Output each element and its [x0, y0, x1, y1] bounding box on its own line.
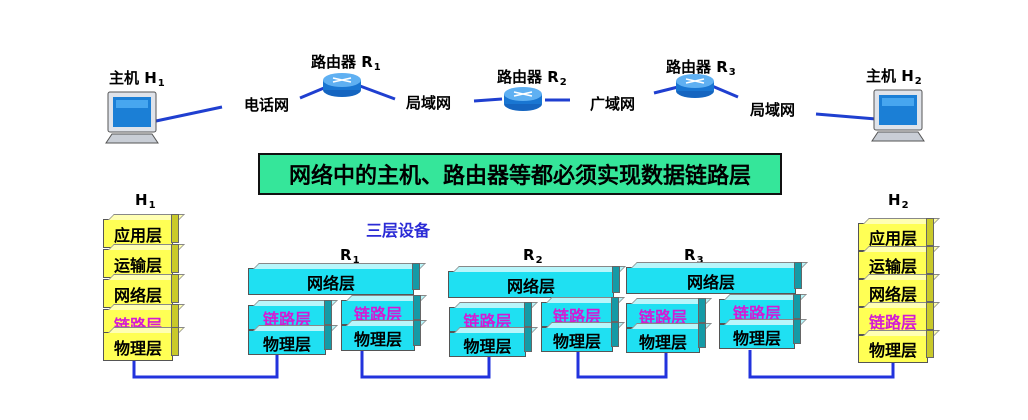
computer-h1-icon: [105, 91, 159, 144]
net-wan-label: 广域网: [590, 95, 636, 113]
h1-physical-layer: 物理层: [103, 327, 179, 361]
router-r2-icon: [504, 87, 542, 111]
link-lan-r2: [473, 97, 503, 103]
stack-h1-sub: 1: [148, 200, 156, 211]
wire-r2-r3: [576, 352, 668, 379]
network-topology: [105, 73, 925, 144]
r1-network-layer: 网络层: [248, 263, 420, 295]
stack-r3-label: R3: [684, 246, 704, 266]
r3-network-layer: 网络层: [626, 262, 802, 294]
stack-h2-label: H2: [888, 191, 909, 211]
stack-r3-text: R: [684, 246, 696, 264]
net-lan2-label: 局域网: [750, 101, 796, 119]
stack-r1-sub: 1: [352, 255, 360, 266]
router-r1-icon: [323, 73, 361, 97]
router1-label: 路由器 R1: [311, 51, 381, 73]
banner-title: 网络中的主机、路由器等都必须实现数据链路层: [258, 153, 782, 195]
r2-network-layer: 网络层: [448, 266, 620, 298]
link-h1-phone: [155, 105, 223, 123]
h2-physical-layer: 物理层: [858, 330, 934, 363]
computer-h2-icon: [871, 89, 925, 142]
r1-right-physical-layer: 物理层: [341, 320, 421, 351]
stack-r2-text: R: [523, 246, 535, 264]
router2-label: 路由器 R2: [497, 66, 567, 88]
wire-r1-r2: [360, 351, 491, 379]
router1-text: 路由器 R: [311, 53, 373, 71]
host2-text: 主机 H: [866, 67, 914, 85]
net-phone-label: 电话网: [244, 96, 290, 114]
stack-h2-text: H: [888, 191, 901, 209]
router3-sub: 3: [728, 67, 736, 78]
link-r3-lan: [711, 84, 739, 99]
router2-sub: 2: [559, 77, 567, 88]
router2-text: 路由器 R: [497, 68, 559, 86]
link-r1-lan: [359, 84, 396, 101]
router1-sub: 1: [373, 62, 381, 73]
host1-sub: 1: [157, 78, 165, 89]
stack-r2-sub: 2: [535, 255, 543, 266]
r3-left-physical-layer: 物理层: [626, 323, 706, 353]
router-r3-icon: [676, 74, 714, 98]
r3-right-physical-layer: 物理层: [719, 319, 801, 349]
stack-h1-text: H: [135, 191, 148, 209]
host1-label: 主机 H1: [109, 67, 165, 89]
stack-h2-sub: 2: [901, 200, 909, 211]
r1-left-link-layer: 链路层: [248, 300, 332, 330]
host2-label: 主机 H2: [866, 65, 922, 87]
router3-label: 路由器 R3: [666, 56, 736, 78]
wire-r3-h2: [748, 350, 895, 379]
stack-r1-label: R1: [340, 246, 360, 266]
physical-links: [132, 350, 895, 379]
r2-right-physical-layer: 物理层: [541, 322, 619, 352]
r2-left-physical-layer: 物理层: [449, 327, 532, 357]
stack-h1-label: H1: [135, 191, 156, 211]
link-lan-h2: [815, 112, 877, 121]
stack-r3-sub: 3: [696, 255, 704, 266]
host1-text: 主机 H: [109, 69, 157, 87]
router3-text: 路由器 R: [666, 58, 728, 76]
net-lan1-label: 局域网: [406, 94, 452, 112]
link-phone-r1: [299, 86, 325, 100]
r1-left-physical-layer: 物理层: [248, 325, 332, 355]
stack-r1-text: R: [340, 246, 352, 264]
stack-r2-label: R2: [523, 246, 543, 266]
host2-sub: 2: [914, 76, 922, 87]
wire-h1-r1: [132, 355, 279, 379]
link-wan-r3: [653, 85, 679, 95]
three-layer-device-label: 三层设备: [366, 221, 431, 240]
